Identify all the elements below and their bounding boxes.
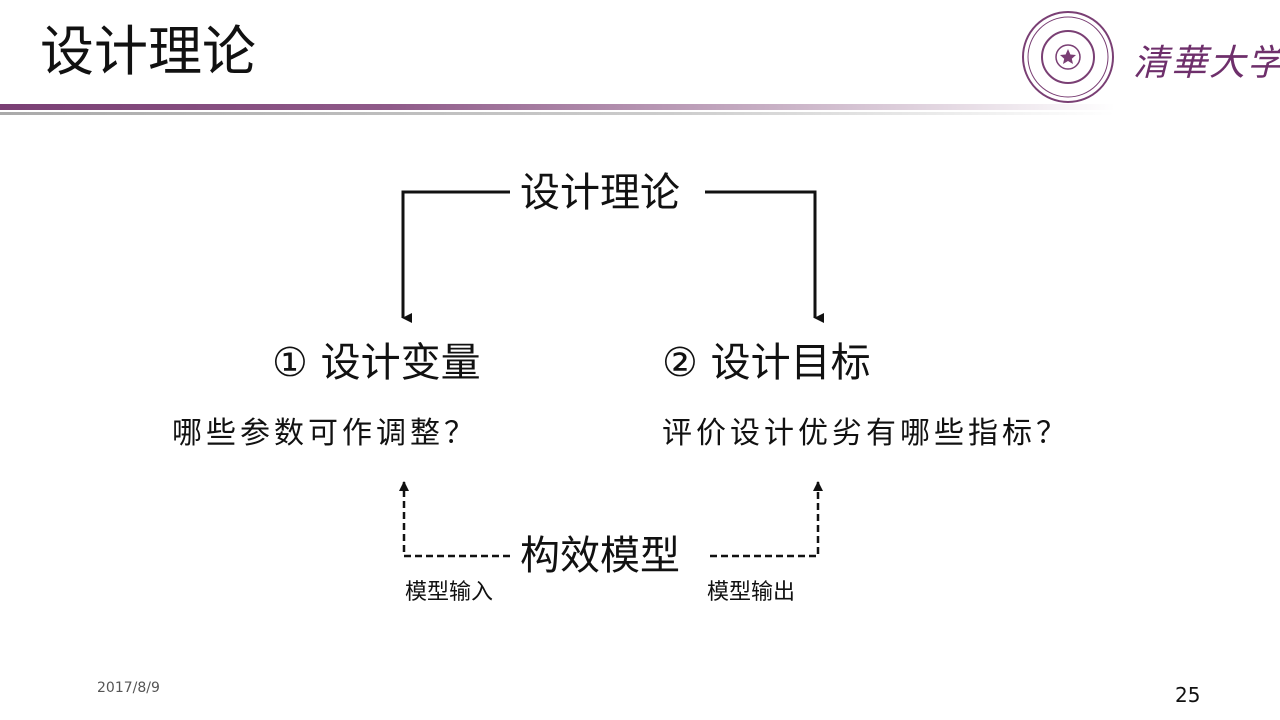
question-objectives: 评价设计优劣有哪些指标？	[662, 416, 1070, 451]
question-variables: 哪些参数可作调整？	[172, 416, 478, 451]
university-logo-text: 清華大学	[1133, 43, 1280, 84]
title-divider-shadow	[0, 112, 1115, 115]
label-model-output: 模型输出	[707, 580, 796, 605]
slide-date: 2017/8/9	[97, 680, 160, 696]
page-number: 25	[1175, 683, 1201, 707]
node-structure-property-model: 构效模型	[520, 533, 680, 579]
arrow-theory-to-objectives	[705, 190, 824, 323]
dashed-arrow-model-output	[710, 481, 823, 558]
university-seal-icon	[1022, 11, 1114, 103]
arrow-theory-to-variables	[401, 190, 510, 323]
label-model-input: 模型输入	[405, 580, 494, 605]
dashed-arrow-model-input	[399, 481, 510, 558]
title-divider	[0, 104, 1115, 110]
node-design-variables: ① 设计变量	[272, 340, 481, 386]
node-design-objectives: ② 设计目标	[662, 340, 871, 386]
slide-title: 设计理论	[40, 20, 256, 83]
node-design-theory: 设计理论	[520, 170, 680, 216]
